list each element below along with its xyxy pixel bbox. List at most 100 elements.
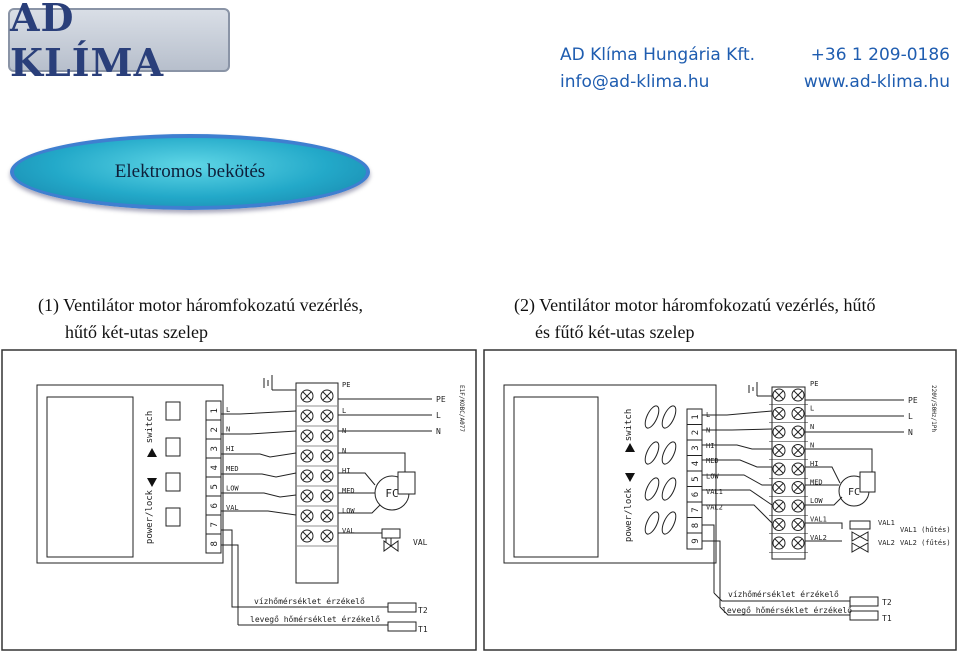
valve1-description: VAL1 (hűtés) (900, 525, 951, 534)
diagram1-caption: (1) Ventilátor motor háromfokozatú vezér… (38, 292, 458, 346)
terminal-label: VAL2 (706, 503, 723, 511)
valve2-symbol: VAL2 (851, 539, 895, 553)
screw-terminal-icon (300, 449, 314, 463)
switch-label: switch (145, 411, 155, 444)
terminal-number: 1 (210, 408, 220, 413)
air-sensor-label: levegő hőmérséklet érzékelő (722, 605, 852, 615)
block-terminal-label: N (810, 442, 814, 450)
screw-terminal-icon (791, 388, 805, 402)
section-title-badge: Elektromos bekötés (10, 134, 370, 210)
terminal-number: 2 (210, 427, 220, 432)
terminal-number: 7 (210, 522, 220, 527)
terminal-number: 8 (210, 541, 220, 546)
screw-terminal-icon (772, 536, 786, 550)
screw-terminal-icon (300, 389, 314, 403)
block-terminal-label: VAL1 (810, 516, 827, 524)
block-terminal-label: VAL (342, 527, 355, 535)
diagram2-caption-line2: és fűtő két-utas szelep (535, 322, 695, 342)
screw-terminal-icon (791, 444, 805, 457)
thermostat-buttons (644, 405, 677, 535)
terminal-label: L (226, 406, 230, 414)
terminal-label: HI (706, 442, 714, 450)
supply-terminal-label: L (436, 411, 441, 420)
power-lock-label: power/lock (145, 489, 155, 544)
block-terminal-label: HI (810, 460, 818, 468)
screw-terminal-icon (320, 409, 334, 423)
terminal-label: VAL1 (706, 488, 723, 496)
terminal-number: 3 (691, 445, 701, 450)
screw-terminal-icon (791, 499, 805, 513)
screw-terminal-icon (791, 518, 805, 531)
ground-symbol-icon (263, 375, 296, 391)
supply-spec-label: E1F/KOBC/A077 (458, 385, 465, 432)
terminal-number: 7 (691, 507, 701, 512)
down-arrow-icon (147, 478, 157, 487)
terminal-label: LOW (706, 473, 719, 481)
terminal-number: 1 (691, 414, 701, 419)
power-lock-label: power/lock (624, 487, 634, 542)
water-sensor-label: vízhőmérséklet érzékelő (254, 596, 365, 606)
air-sensor-label: levegő hőmérséklet érzékelő (250, 614, 380, 624)
t1-label: T1 (882, 614, 892, 623)
valve2-description: VAL2 (fűtés) (900, 538, 951, 547)
thermostat-button-4 (165, 507, 181, 527)
supply-terminal-label: PE (908, 396, 918, 405)
valve2-label: VAL2 (878, 539, 895, 547)
diagram2-caption-line1: (2) Ventilátor motor háromfokozatú vezér… (514, 295, 876, 315)
screw-terminal-icon (320, 389, 334, 403)
block-terminal-label: MED (342, 487, 355, 495)
website-link[interactable]: www.ad-klima.hu (803, 72, 950, 92)
block-terminal-label: LOW (810, 497, 823, 505)
screw-terminal-icon (300, 489, 314, 503)
screw-terminal-icon (791, 407, 805, 420)
up-arrow-icon (625, 443, 635, 452)
water-sensor-probe (387, 602, 417, 613)
section-title: Elektromos bekötés (114, 161, 266, 182)
screw-terminal-icon (791, 462, 805, 476)
screw-terminal-icon (772, 462, 786, 476)
terminal-number: 3 (210, 446, 220, 451)
switch-label: switch (624, 409, 634, 442)
screw-terminal-icon (772, 407, 786, 420)
block-terminal-label: PE (810, 380, 818, 388)
terminal-number: 4 (210, 465, 220, 470)
valve-symbol: VAL (381, 528, 428, 552)
screw-terminal-icon (772, 481, 786, 494)
valve1-label: VAL1 (878, 519, 895, 527)
thermostat-display (513, 396, 599, 558)
thermostat-button-3 (165, 472, 181, 492)
thermostat-display (46, 396, 134, 558)
screw-terminal-icon (320, 489, 334, 503)
screw-terminal-icon (791, 481, 805, 494)
terminal-number: 5 (210, 484, 220, 489)
terminal-label: MED (226, 465, 239, 473)
down-arrow-icon (625, 473, 635, 482)
block-terminal-label: LOW (342, 507, 355, 515)
terminal-number: 9 (691, 538, 701, 543)
screw-terminal-icon (320, 449, 334, 463)
supply-terminal-label: PE (436, 395, 446, 404)
company-logo: AD KLÍMA (8, 0, 230, 85)
terminal-label: VAL (226, 504, 239, 512)
supply-spec-label: 220V/50Hz/1Ph (930, 385, 937, 432)
air-sensor-probe (849, 610, 879, 621)
terminal-number: 6 (691, 492, 701, 497)
terminal-label: HI (226, 445, 234, 453)
screw-terminal-icon (300, 429, 314, 443)
block-terminal-label: L (810, 405, 814, 413)
valve-label: VAL (413, 538, 428, 547)
supply-terminal-label: L (908, 412, 913, 421)
terminal-label: MED (706, 457, 719, 465)
diagram1-caption-line1: (1) Ventilátor motor háromfokozatú vezér… (38, 295, 364, 315)
screw-terminal-icon (300, 509, 314, 523)
email-link[interactable]: info@ad-klima.hu (560, 72, 710, 92)
fc-label: FC (385, 487, 398, 500)
screw-terminal-icon (772, 388, 786, 402)
screw-terminal-icon (300, 409, 314, 423)
t2-label: T2 (418, 606, 428, 615)
contact-info: AD Klíma Hungária Kft. +36 1 209-0186 in… (560, 42, 950, 96)
terminal-number: 6 (210, 503, 220, 508)
water-sensor-probe (849, 596, 879, 607)
screw-terminal-icon (772, 518, 786, 531)
terminal-number: 4 (691, 461, 701, 466)
